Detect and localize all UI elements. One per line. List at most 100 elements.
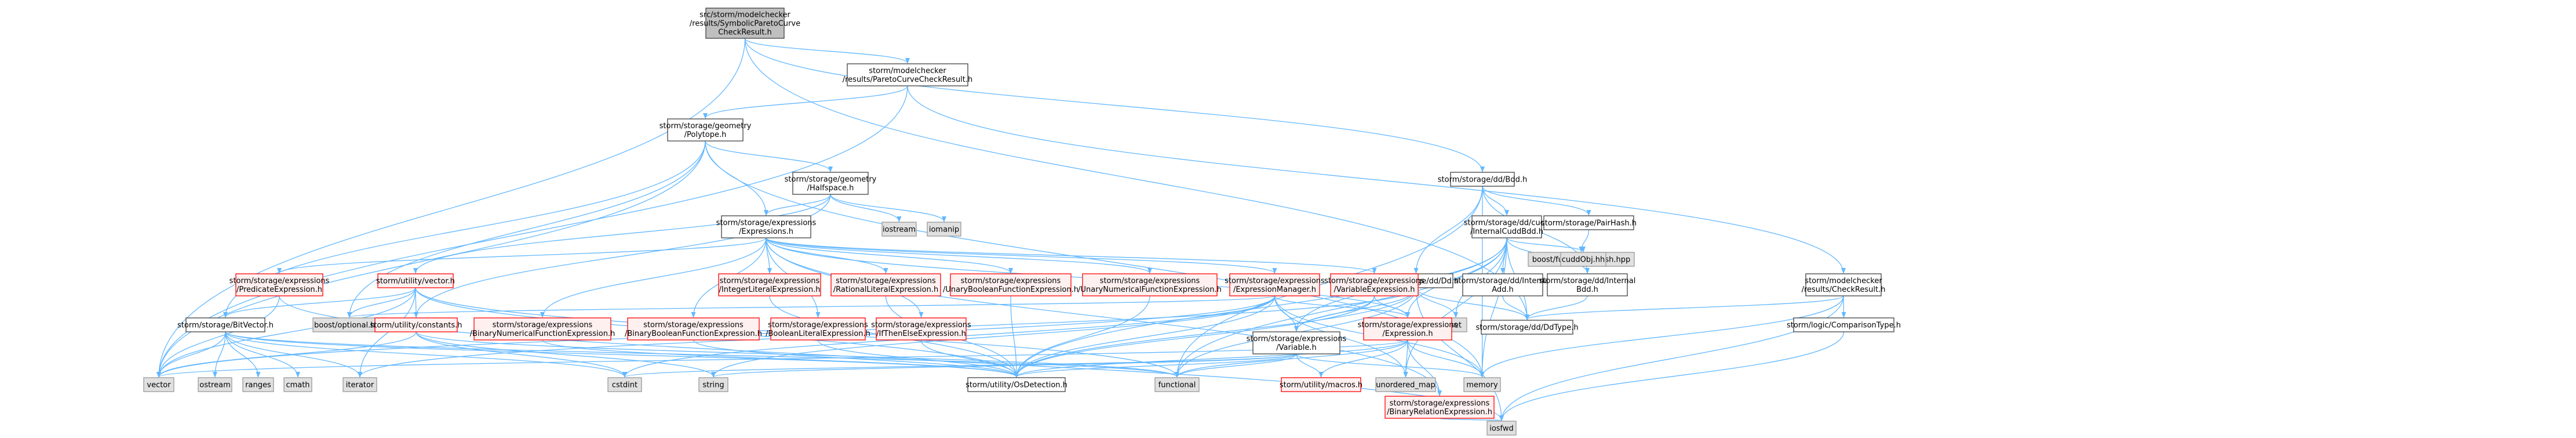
node-storm-utility-constants-h[interactable]: storm/utility/constants.h	[370, 317, 462, 332]
node-label: string	[702, 381, 724, 390]
edge-expression-to-functional	[1175, 339, 1408, 378]
node-storm-storage-expressions-variableexpression-h[interactable]: storm/storage/expressions/VariableExpres…	[1324, 273, 1424, 296]
node-label: ranges	[245, 381, 271, 390]
edge-cuddbdd-to-unordered_map	[1403, 237, 1507, 378]
node-storm-storage-dd-bdd-h[interactable]: storm/storage/dd/Bdd.h	[1438, 172, 1527, 187]
node-label: storm/storage/expressions	[1390, 399, 1490, 408]
node-label: set	[1450, 321, 1462, 330]
edge-expression-to-unordered_map	[1403, 339, 1408, 378]
edge-pareto-to-polytope	[703, 85, 908, 119]
node-label: storm/storage/expressions	[961, 277, 1061, 285]
edge-binrel-to-iosfwd	[1439, 415, 1504, 421]
node-label: storm/storage/dd/cudd	[1464, 219, 1550, 227]
node-cmath[interactable]: cmath	[283, 377, 312, 392]
node-storm-storage-bitvector-h[interactable]: storm/storage/BitVector.h	[177, 317, 274, 332]
node-src-storm-modelchecker-results-symbolicparetocurvecheckresult-h[interactable]: src/storm/modelchecker/results/SymbolicP…	[690, 8, 800, 39]
node-label: /ExpressionManager.h	[1233, 285, 1316, 294]
node-label: ostream	[199, 381, 231, 390]
node-storm-storage-expressions-unarybooleanfunctionexpression-h[interactable]: storm/storage/expressions/UnaryBooleanFu…	[943, 273, 1079, 296]
node-label: /RationalLiteralExpression.h	[833, 285, 938, 294]
node-iterator[interactable]: iterator	[343, 377, 377, 392]
node-memory[interactable]: memory	[1463, 377, 1501, 392]
node-storm-storage-expressions-integerliteralexpression-h[interactable]: storm/storage/expressions/IntegerLiteral…	[718, 273, 821, 296]
node-storm-utility-osdetection-h[interactable]: storm/utility/OsDetection.h	[965, 377, 1067, 392]
node-label: CheckResult.h	[718, 28, 772, 37]
edge-expressions-to-unbool	[766, 237, 1013, 274]
node-cuddobj-hh[interactable]: cuddObj.hh	[1560, 252, 1606, 267]
node-storm-storage-expressions-predicateexpression-h[interactable]: storm/storage/expressions/PredicateExpre…	[229, 273, 330, 296]
node-storm-logic-comparisontype-h[interactable]: storm/logic/ComparisonType.h	[1787, 317, 1901, 332]
node-label: storm/storage/expressions	[1247, 335, 1347, 343]
node-storm-storage-geometry-halfspace-h[interactable]: storm/storage/geometry/Halfspace.h	[785, 172, 877, 195]
edge-dddd-to-osdetect	[1014, 287, 1417, 378]
node-storm-storage-expressions-variable-h[interactable]: storm/storage/expressions/Variable.h	[1247, 331, 1347, 354]
node-label: /Expressions.h	[739, 227, 793, 236]
edge-expression-to-macros	[1318, 339, 1408, 378]
node-storm-storage-expressions-expressions-h[interactable]: storm/storage/expressions/Expressions.h	[716, 215, 817, 238]
edge-expressions-to-predicate	[277, 237, 767, 274]
node-string[interactable]: string	[698, 377, 728, 392]
node-label: storm/modelchecker	[869, 67, 946, 75]
node-storm-utility-macros-h[interactable]: storm/utility/macros.h	[1280, 377, 1362, 392]
node-iostream[interactable]: iostream	[881, 222, 917, 237]
edge-cuddbdd-to-cuddobj	[1506, 237, 1586, 252]
node-cstdint[interactable]: cstdint	[607, 377, 642, 392]
node-box	[1805, 273, 1882, 296]
node-label: storm/storage/expressions	[716, 219, 817, 227]
node-unordered-map[interactable]: unordered_map	[1375, 377, 1436, 392]
node-box	[1384, 396, 1495, 419]
node-storm-storage-expressions-binaryrelationexpression-h[interactable]: storm/storage/expressions/BinaryRelation…	[1384, 396, 1495, 419]
edge-variable-to-memory	[1296, 353, 1485, 378]
node-functional[interactable]: functional	[1154, 377, 1200, 392]
node-box	[143, 377, 174, 392]
node-box	[1560, 252, 1606, 267]
node-storm-utility-vector-h[interactable]: storm/utility/vector.h	[376, 273, 455, 288]
node-storm-storage-expressions-ifthenelseexpression-h[interactable]: storm/storage/expressions/IfThenElseExpr…	[871, 317, 971, 341]
edge-expressions-to-exprmgr	[766, 237, 1277, 274]
node-storm-storage-geometry-polytope-h[interactable]: storm/storage/geometry/Polytope.h	[660, 118, 752, 142]
node-box	[343, 377, 377, 392]
node-label: /Variable.h	[1276, 343, 1316, 352]
node-storm-storage-expressions-unarynumericalfunctionexpression-h[interactable]: storm/storage/expressions/UnaryNumerical…	[1078, 273, 1222, 296]
node-storm-storage-dd-cudd-internalcuddbdd-h[interactable]: storm/storage/dd/cudd/InternalCuddBdd.h	[1464, 215, 1550, 238]
node-storm-storage-expressions-expression-h[interactable]: storm/storage/expressions/Expression.h	[1358, 317, 1458, 341]
node-box	[1082, 273, 1218, 296]
node-iosfwd[interactable]: iosfwd	[1486, 421, 1517, 436]
node-label: storm/storage/geometry	[660, 122, 752, 131]
node-box	[283, 377, 312, 392]
node-storm-storage-expressions-binarynumericalfunctionexpression-h[interactable]: storm/storage/expressions/BinaryNumerica…	[470, 317, 615, 341]
node-ranges[interactable]: ranges	[242, 377, 274, 392]
node-storm-storage-expressions-expressionmanager-h[interactable]: storm/storage/expressions/ExpressionMana…	[1225, 273, 1325, 296]
node-label: iosfwd	[1489, 425, 1514, 433]
edge-uvector-to-vector	[156, 287, 416, 378]
edge-expressions-to-binrel	[766, 237, 1442, 396]
node-box	[198, 377, 232, 392]
node-label: storm/storage/dd/Bdd.h	[1438, 176, 1527, 184]
edge-variable-to-string	[711, 353, 1297, 378]
edge-checkresult-to-ddtype	[1525, 295, 1844, 320]
node-label: functional	[1158, 381, 1196, 390]
node-storm-storage-expressions-binarybooleanfunctionexpression-h[interactable]: storm/storage/expressions/BinaryBooleanF…	[625, 317, 762, 341]
node-storm-modelchecker-results-paretocurvecheckresult-h[interactable]: storm/modelchecker/results/ParetoCurveCh…	[843, 63, 973, 86]
node-label: /BooleanLiteralExpression.h	[766, 330, 870, 338]
node-ostream[interactable]: ostream	[198, 377, 232, 392]
node-label: iomanip	[929, 226, 959, 234]
node-label: /results/CheckResult.h	[1802, 285, 1886, 294]
node-storm-storage-expressions-rationalliteralexpression-h[interactable]: storm/storage/expressions/RationalLitera…	[830, 273, 941, 296]
edge-bitvector-to-functional	[225, 331, 1179, 378]
edge-pairhash-to-boostfunchash	[1579, 229, 1590, 252]
node-box	[1486, 421, 1517, 436]
edge-exprmgr-to-variable	[1274, 295, 1299, 332]
node-storm-storage-pairhash-h[interactable]: storm/storage/PairHash.h	[1541, 215, 1637, 230]
node-iomanip[interactable]: iomanip	[927, 222, 961, 237]
node-vector[interactable]: vector	[143, 377, 174, 392]
edge-polytope-to-boostopt	[347, 140, 706, 318]
node-storm-modelchecker-results-checkresult-h[interactable]: storm/modelchecker/results/CheckResult.h	[1802, 273, 1886, 296]
node-label: storm/utility/vector.h	[376, 277, 455, 286]
node-box	[667, 118, 744, 142]
node-storm-storage-dd-ddtype-h[interactable]: storm/storage/dd/DdType.h	[1475, 320, 1579, 335]
node-storm-storage-expressions-booleanliteralexpression-h[interactable]: storm/storage/expressions/BooleanLiteral…	[766, 317, 870, 341]
